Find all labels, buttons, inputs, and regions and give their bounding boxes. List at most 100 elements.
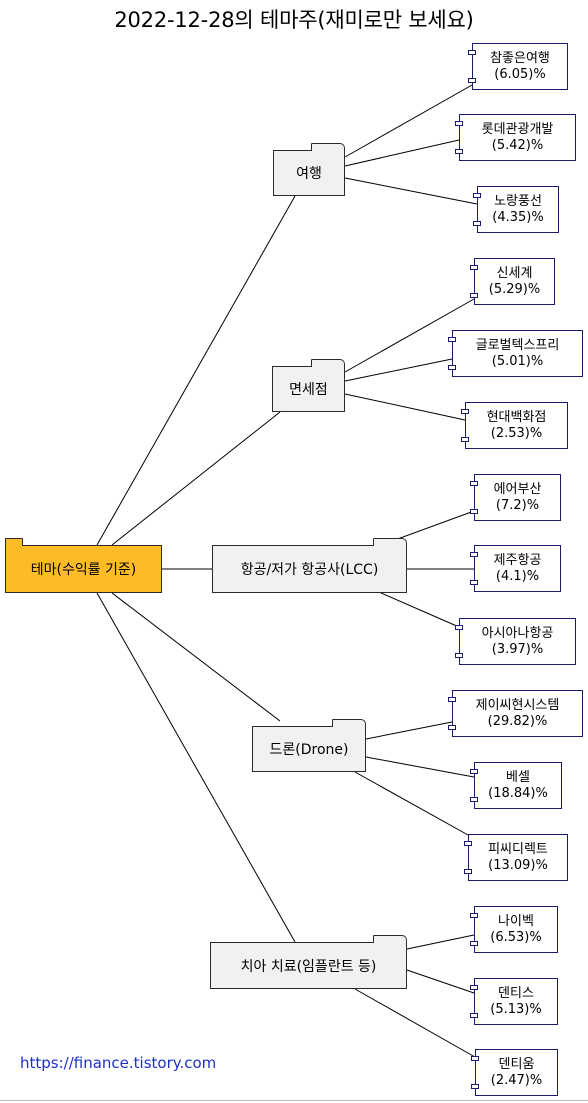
edge-root-theme-0 bbox=[96, 195, 296, 546]
component-pin-icon bbox=[470, 293, 478, 298]
stock-return: (18.84)% bbox=[488, 785, 548, 801]
stock-node[interactable]: 덴티스 (5.13)% bbox=[470, 978, 558, 1025]
component-pin-icon bbox=[448, 725, 456, 730]
component-pin-icon bbox=[471, 1056, 479, 1061]
component-pin-icon bbox=[470, 941, 478, 946]
stock-name: 제주항공 bbox=[493, 552, 542, 568]
theme-label: 면세점 bbox=[289, 382, 328, 398]
stock-name: 참좋은여행 bbox=[490, 50, 550, 66]
stock-name: 덴티스 bbox=[498, 985, 534, 1001]
edge-theme-0-stock-0 bbox=[344, 84, 473, 158]
stock-return: (5.13)% bbox=[490, 1001, 542, 1017]
stock-name: 피씨디렉트 bbox=[488, 841, 548, 857]
stock-name: 신세계 bbox=[496, 265, 533, 281]
theme-label: 항공/저가 항공사(LCC) bbox=[240, 562, 379, 578]
edge-theme-0-stock-1 bbox=[344, 139, 460, 167]
theme-label: 여행 bbox=[296, 166, 322, 182]
component-pin-icon bbox=[473, 193, 481, 198]
stock-return: (7.2)% bbox=[495, 497, 540, 513]
component-pin-icon bbox=[470, 580, 478, 585]
stock-return: (5.29)% bbox=[488, 281, 541, 297]
edge-theme-1-stock-0 bbox=[344, 298, 475, 373]
stock-name: 현대백화점 bbox=[486, 409, 547, 425]
edge-theme-3-stock-1 bbox=[365, 756, 475, 778]
theme-node-dental[interactable]: 치아 치료(임플란트 등) bbox=[210, 935, 407, 989]
component-pin-icon bbox=[455, 625, 463, 630]
edge-theme-1-stock-1 bbox=[344, 358, 453, 382]
component-pin-icon bbox=[455, 149, 463, 154]
stock-node[interactable]: 현대백화점 (2.53)% bbox=[461, 402, 568, 449]
edge-theme-4-stock-2 bbox=[354, 988, 476, 1058]
component-pin-icon bbox=[468, 50, 476, 55]
stock-name: 나이벡 bbox=[498, 913, 534, 929]
theme-node-duty-free[interactable]: 면세점 bbox=[272, 359, 345, 412]
edge-theme-4-stock-0 bbox=[406, 934, 475, 950]
stock-return: (2.53)% bbox=[490, 425, 543, 441]
root-node[interactable]: 테마(수익률 기준) bbox=[5, 538, 162, 593]
component-pin-icon bbox=[470, 1013, 478, 1018]
component-pin-icon bbox=[470, 797, 478, 802]
edge-root-theme-3 bbox=[111, 592, 281, 722]
edge-root-theme-4 bbox=[96, 592, 296, 943]
stock-name: 에어부산 bbox=[493, 481, 542, 497]
component-pin-icon bbox=[448, 337, 456, 342]
edge-theme-0-stock-2 bbox=[344, 177, 478, 205]
edge-theme-4-stock-1 bbox=[406, 969, 475, 994]
stock-node[interactable]: 베셀 (18.84)% bbox=[470, 762, 562, 809]
theme-label: 치아 치료(임플란트 등) bbox=[240, 958, 377, 975]
edge-theme-2-stock-2 bbox=[380, 592, 460, 628]
stock-node[interactable]: 나이벡 (6.53)% bbox=[470, 906, 558, 953]
component-pin-icon bbox=[464, 841, 472, 846]
stock-name: 롯데관광개발 bbox=[481, 121, 554, 137]
stock-node[interactable]: 글로벌텍스프리 (5.01)% bbox=[448, 330, 583, 377]
stock-node[interactable]: 제주항공 (4.1)% bbox=[470, 545, 561, 592]
component-pin-icon bbox=[470, 985, 478, 990]
stock-name: 덴티움 bbox=[498, 1056, 535, 1072]
page-title: 2022-12-28의 테마주(재미로만 보세요) bbox=[114, 8, 474, 32]
component-pin-icon bbox=[470, 769, 478, 774]
component-pin-icon bbox=[470, 509, 478, 514]
component-pin-icon bbox=[464, 869, 472, 874]
stock-node[interactable]: 노랑풍선 (4.35)% bbox=[473, 186, 559, 233]
stock-node[interactable]: 에어부산 (7.2)% bbox=[470, 474, 561, 521]
stock-return: (3.97)% bbox=[491, 641, 544, 657]
component-pin-icon bbox=[448, 697, 456, 702]
stock-return: (5.01)% bbox=[491, 353, 544, 369]
stock-node[interactable]: 피씨디렉트 (13.09)% bbox=[464, 834, 568, 881]
theme-node-airline[interactable]: 항공/저가 항공사(LCC) bbox=[212, 538, 407, 593]
stock-node[interactable]: 아시아나항공 (3.97)% bbox=[455, 618, 576, 665]
component-pin-icon bbox=[470, 481, 478, 486]
footer-link[interactable]: https://finance.tistory.com bbox=[20, 1054, 217, 1072]
component-pin-icon bbox=[471, 1084, 479, 1089]
component-pin-icon bbox=[473, 221, 481, 226]
theme-label: 드론(Drone) bbox=[269, 742, 349, 758]
stock-node[interactable]: 신세계 (5.29)% bbox=[470, 258, 555, 305]
theme-node-drone[interactable]: 드론(Drone) bbox=[252, 719, 366, 772]
stock-return: (6.05)% bbox=[494, 66, 546, 82]
component-pin-icon bbox=[448, 365, 456, 370]
stock-node[interactable]: 제이씨현시스템 (29.82)% bbox=[448, 690, 583, 737]
stock-node[interactable]: 참좋은여행 (6.05)% bbox=[468, 43, 568, 90]
stock-return: (5.42)% bbox=[491, 137, 544, 153]
stock-name: 글로벌텍스프리 bbox=[475, 337, 560, 353]
edge-theme-3-stock-0 bbox=[365, 721, 453, 740]
edge-theme-1-stock-2 bbox=[344, 393, 466, 421]
theme-node-travel[interactable]: 여행 bbox=[273, 143, 345, 196]
stock-name: 베셀 bbox=[506, 769, 530, 785]
component-pin-icon bbox=[455, 653, 463, 658]
stock-return: (4.1)% bbox=[495, 568, 540, 584]
stock-node[interactable]: 롯데관광개발 (5.42)% bbox=[455, 114, 576, 161]
component-pin-icon bbox=[461, 409, 469, 414]
stock-return: (6.53)% bbox=[490, 929, 542, 945]
component-pin-icon bbox=[470, 552, 478, 557]
edge-root-theme-1 bbox=[111, 411, 281, 546]
stock-name: 제이씨현시스템 bbox=[475, 697, 560, 713]
component-pin-icon bbox=[455, 121, 463, 126]
stock-return: (4.35)% bbox=[492, 209, 544, 225]
edge-theme-3-stock-2 bbox=[354, 771, 469, 836]
stock-name: 노랑풍선 bbox=[494, 193, 542, 209]
component-pin-icon bbox=[470, 265, 478, 270]
stock-node[interactable]: 덴티움 (2.47)% bbox=[471, 1049, 558, 1096]
stock-return: (2.47)% bbox=[490, 1072, 543, 1088]
